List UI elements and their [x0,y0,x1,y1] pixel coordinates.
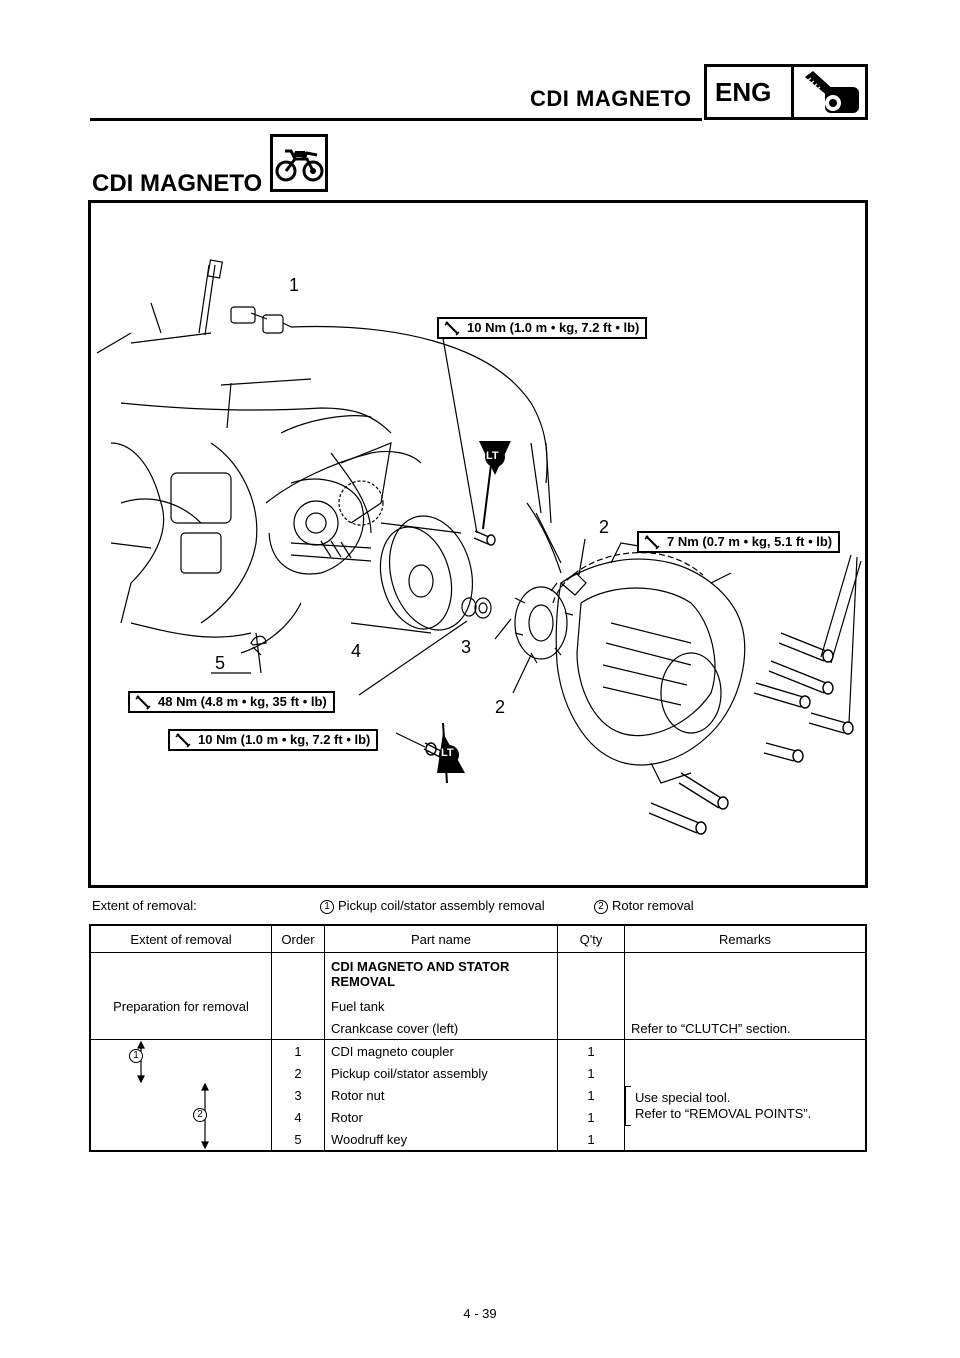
part-name: Crankcase cover (left) [324,1017,558,1040]
table-row: 3 Rotor nut 1 [90,1084,866,1106]
col-header: Extent of removal [89,924,272,953]
table-row: Crankcase cover (left) Refer to “CLUTCH”… [89,1017,867,1040]
motorcycle-icon-box [270,134,328,192]
section-heading: CDI MAGNETO AND STATOR REMOVAL [324,952,558,995]
circled-number: 1 [129,1049,143,1063]
motorcycle-icon [275,149,324,182]
remark-line: Use special tool. [635,1090,731,1105]
circled-number: 2 [193,1108,207,1122]
table-row: 5 Woodruff key 1 [90,1128,866,1151]
col-header: Remarks [624,924,867,953]
table-header-row: Extent of removal Order Part name Q'ty R… [89,924,867,953]
qty-cell: 1 [557,1084,625,1106]
torque-spec-label: 10 Nm (1.0 m • kg, 7.2 ft • lb) [437,317,648,339]
qty-cell: 1 [557,1106,625,1128]
callout-number: 2 [599,517,610,537]
extent-range-cell: 1 2 [89,1039,272,1151]
order-cell: 2 [271,1062,325,1084]
lt-label: LT [486,450,499,462]
order-cell: 3 [271,1084,325,1106]
chapter-tag: ENG [715,77,772,107]
part-name: Rotor [324,1106,558,1128]
page-number: 4 - 39 [463,1306,497,1321]
table-row: 1 2 1 CDI magneto coupler 1 Use special … [89,1039,867,1151]
torque-wrench-icon [135,695,151,710]
remarks-cell: Use special tool. Refer to “REMOVAL POIN… [624,1039,867,1151]
col-header: Q'ty [557,924,625,953]
callout-number: 2 [495,697,506,717]
remarks-cell: Refer to “CLUTCH” section. [624,1017,867,1040]
torque-spec-label: 7 Nm (0.7 m • kg, 5.1 ft • lb) [637,531,841,553]
qty-cell: 1 [557,1128,625,1151]
exploded-diagram: LT LT 1 2 2 3 4 5 10 Nm (1.0 m • kg, 7.2… [88,200,868,888]
col-header: Order [271,924,325,953]
order-cell: 4 [271,1106,325,1128]
running-header-title: CDI MAGNETO [530,86,692,111]
page-title: CDI MAGNETO [92,170,263,197]
header-rule [90,118,702,121]
qty-cell: 1 [557,1062,625,1084]
extent-range-arrows [137,1040,209,1150]
torque-spec-label: 48 Nm (4.8 m • kg, 35 ft • lb) [128,691,335,713]
part-name: CDI magneto coupler [324,1039,558,1062]
callout-number: 5 [215,653,226,673]
callout-number: 3 [461,637,472,657]
table-row: Preparation for removal Fuel tank [89,995,867,1017]
lt-label: LT [441,747,454,759]
part-name: Rotor nut [324,1084,558,1106]
circled-number: 2 [594,899,608,914]
removal-table: Extent of removal Order Part name Q'ty R… [89,924,867,1152]
remarks-bracket [625,1086,631,1126]
part-name: Fuel tank [324,995,558,1017]
table-row: CDI MAGNETO AND STATOR REMOVAL [89,952,867,995]
torque-wrench-icon [444,321,460,336]
torque-spec-label: 10 Nm (1.0 m • kg, 7.2 ft • lb) [168,729,379,751]
order-cell: 1 [271,1039,325,1062]
table-row: 2 Pickup coil/stator assembly 1 [90,1062,866,1084]
qty-cell: 1 [557,1039,625,1062]
torque-wrench-icon [644,535,660,550]
col-header: Part name [324,924,558,953]
callout-number: 4 [351,641,362,661]
extent-label: Extent of removal: [92,898,197,913]
chapter-tag-box: ENG [704,64,868,120]
remark-line: Refer to “REMOVAL POINTS”. [635,1106,812,1121]
table-row: 4 Rotor 1 [90,1106,866,1128]
part-name: Woodruff key [324,1128,558,1151]
engine-wrench-icon [805,71,859,113]
part-name: Pickup coil/stator assembly [324,1062,558,1084]
extent-cell: Preparation for removal [89,995,272,1017]
callout-number: 1 [289,275,300,295]
remarks-cell [624,995,867,1017]
torque-wrench-icon [175,733,191,748]
order-cell: 5 [271,1128,325,1151]
circled-number: 1 [320,899,334,914]
